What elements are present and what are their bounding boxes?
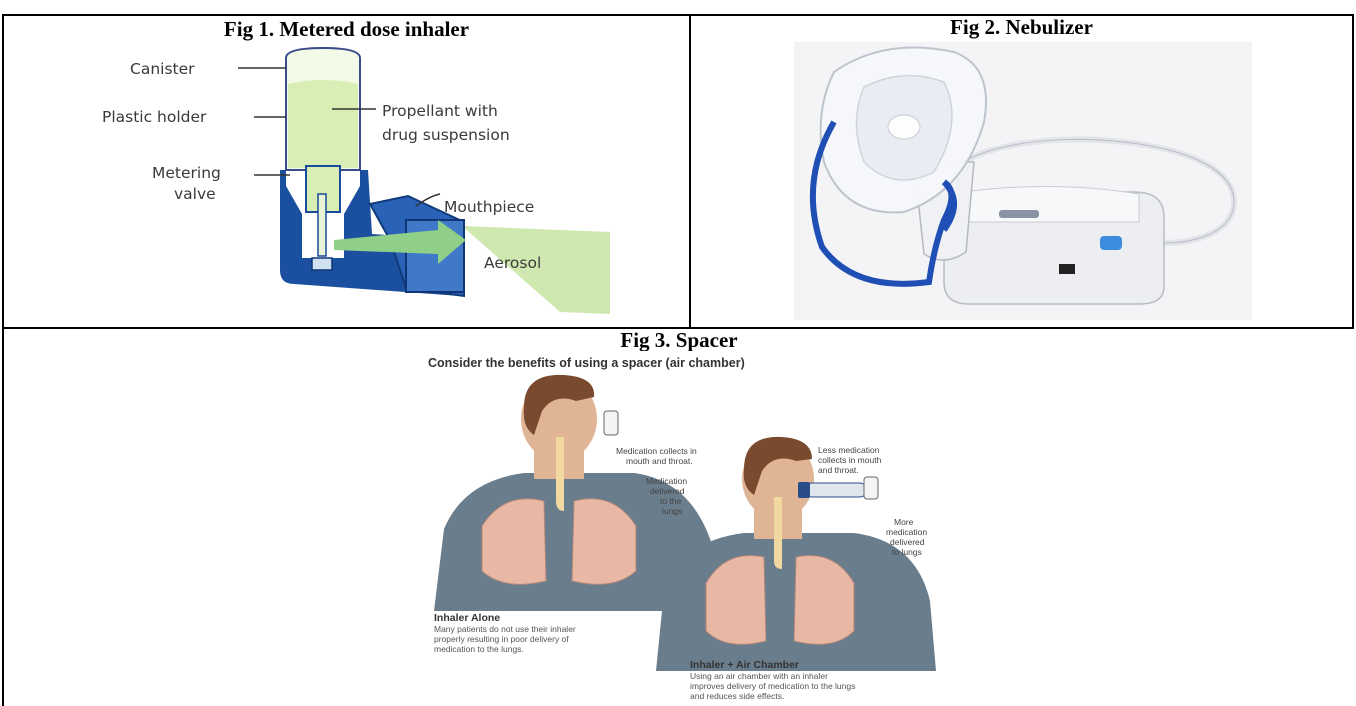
left-note-2d: lungs [662,506,682,516]
table-border-right-top [1352,14,1354,329]
valve-seat [312,258,332,270]
spacer-illustration: Consider the benefits of using a spacer … [424,351,960,706]
right-desc-3: and reduces side effects. [690,691,784,701]
right-note-2d: to lungs [892,547,922,557]
fig3-caption: Fig 3. Spacer [4,328,1354,353]
left-note-2b: delivered [650,486,685,496]
compressor-display [1059,264,1075,274]
left-desc-3: medication to the lungs. [434,644,524,654]
tube-connector [1100,236,1122,250]
label-metering-2: valve [174,185,216,203]
right-inhaler [864,477,878,499]
label-metering-1: Metering [152,164,221,182]
left-note-2c: to the [660,496,682,506]
right-note-1c: and throat. [818,465,859,475]
left-desc-2: properly resulting in poor delivery of [434,634,569,644]
right-desc-1: Using an air chamber with an inhaler [690,671,828,681]
label-aerosol: Aerosol [484,254,541,272]
left-airway [556,437,564,511]
right-title: Inhaler + Air Chamber [690,659,799,671]
left-inhaler [604,411,618,435]
inhaler-diagram: Canister Plastic holder Propellant with … [90,44,610,319]
label-mouthpiece: Mouthpiece [444,198,534,216]
right-note-2c: delivered [890,537,925,547]
compressor-badge [999,210,1039,218]
label-propellant-2: drug suspension [382,126,510,144]
mask-port [888,115,920,139]
compressor-top [964,186,1139,222]
label-canister: Canister [130,60,195,78]
table-divider-column [689,14,691,329]
label-plastic-holder: Plastic holder [102,108,207,126]
nebulizer-photo [794,42,1252,320]
spacer-heading: Consider the benefits of using a spacer … [428,356,745,370]
right-airway [774,497,782,569]
table-border-left [2,14,4,706]
right-desc-2: improves delivery of medication to the l… [690,681,855,691]
left-note-1b: mouth and throat. [626,456,693,466]
left-title: Inhaler Alone [434,612,500,624]
right-note-2b: medication [886,527,927,537]
right-note-1a: Less medication [818,445,880,455]
right-note-2a: More [894,517,914,527]
spacer-mouthpiece [798,482,810,498]
spacer-chamber [806,483,866,497]
label-propellant-1: Propellant with [382,102,498,120]
right-note-1b: collects in mouth [818,455,882,465]
left-desc-1: Many patients do not use their inhaler [434,624,576,634]
left-note-1a: Medication collects in [616,446,697,456]
valve-stem [318,194,326,256]
fig1-caption: Fig 1. Metered dose inhaler [4,17,689,42]
left-note-2a: Medication [646,476,687,486]
fig2-caption: Fig 2. Nebulizer [691,15,1352,40]
canister-liquid [288,80,358,168]
